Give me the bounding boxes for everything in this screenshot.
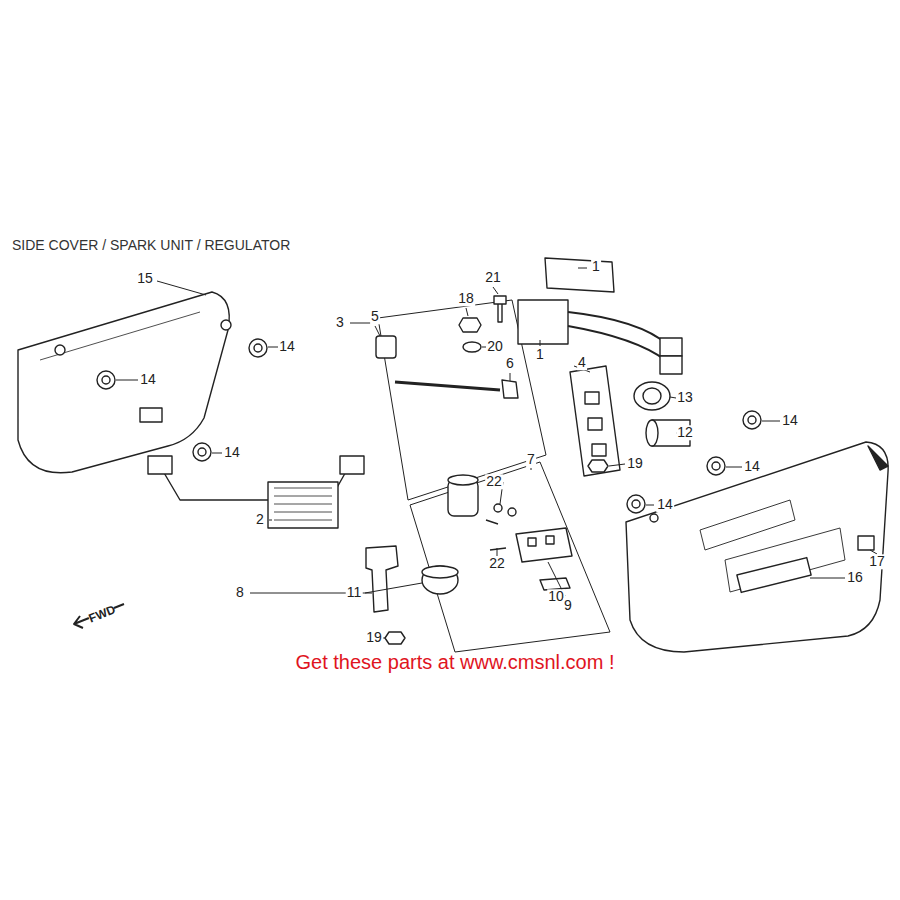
callout-number: 9 bbox=[563, 598, 573, 613]
callout-number: 14 bbox=[743, 459, 761, 474]
callout-number: 8 bbox=[235, 585, 245, 600]
callout-number: 14 bbox=[139, 372, 157, 387]
callout-number: 4 bbox=[577, 355, 587, 370]
callout-number: 13 bbox=[676, 390, 694, 405]
callout-number: 19 bbox=[626, 456, 644, 471]
callout-number: 14 bbox=[781, 413, 799, 428]
callout-number: 20 bbox=[486, 339, 504, 354]
callout-number: 16 bbox=[846, 570, 864, 585]
callout-number: 18 bbox=[457, 291, 475, 306]
diagram-title: SIDE COVER / SPARK UNIT / REGULATOR bbox=[12, 237, 290, 253]
callout-number: 19 bbox=[365, 630, 383, 645]
callout-number: 21 bbox=[484, 270, 502, 285]
callout-number: 3 bbox=[335, 315, 345, 330]
callout-number: 1 bbox=[535, 347, 545, 362]
callout-number: 1 bbox=[591, 259, 601, 274]
callout-number: 14 bbox=[278, 339, 296, 354]
caption: Get these parts at www.cmsnl.com ! bbox=[296, 651, 615, 674]
callout-number: 11 bbox=[346, 585, 363, 600]
callout-number: 17 bbox=[868, 554, 886, 569]
callout-number: 12 bbox=[676, 425, 694, 440]
callout-number: 14 bbox=[656, 497, 674, 512]
callout-number: 7 bbox=[526, 452, 536, 467]
callout-number: 5 bbox=[370, 309, 380, 324]
callout-number: 2 bbox=[255, 512, 265, 527]
callout-number: 22 bbox=[488, 556, 506, 571]
callout-number: 14 bbox=[223, 445, 241, 460]
callout-number: 15 bbox=[136, 271, 154, 286]
callout-number: 22 bbox=[485, 474, 503, 489]
direction-label: FWD bbox=[87, 602, 118, 625]
callout-number: 6 bbox=[505, 356, 515, 371]
